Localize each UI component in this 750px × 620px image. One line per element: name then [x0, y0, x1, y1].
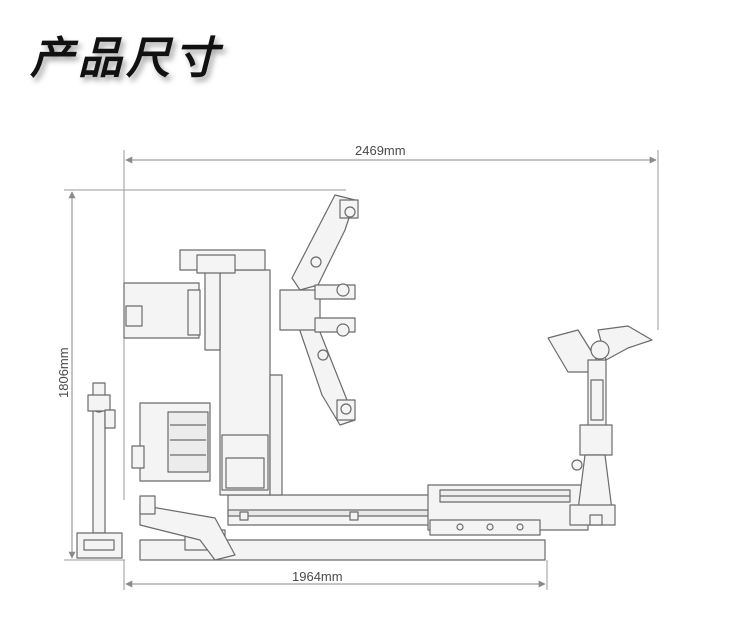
tool-arm: [279, 194, 359, 426]
page-title: 产品尺寸: [30, 33, 222, 84]
wheel-support: [547, 325, 653, 526]
width-dimension: 2469mm: [123, 143, 659, 500]
control-pedestal: [76, 382, 123, 559]
base-length-dimension-label: 1964mm: [292, 569, 343, 584]
height-dimension: 1806mm: [56, 189, 346, 561]
left-housing: [123, 282, 201, 339]
machine-body: [76, 194, 653, 561]
motor: [131, 402, 211, 482]
width-dimension-label: 2469mm: [355, 143, 406, 158]
base-frame: [139, 494, 546, 561]
height-dimension-label: 1806mm: [56, 347, 71, 398]
main-column: [179, 249, 283, 496]
base-length-dimension: 1964mm: [123, 560, 548, 590]
carriage: [239, 484, 589, 536]
